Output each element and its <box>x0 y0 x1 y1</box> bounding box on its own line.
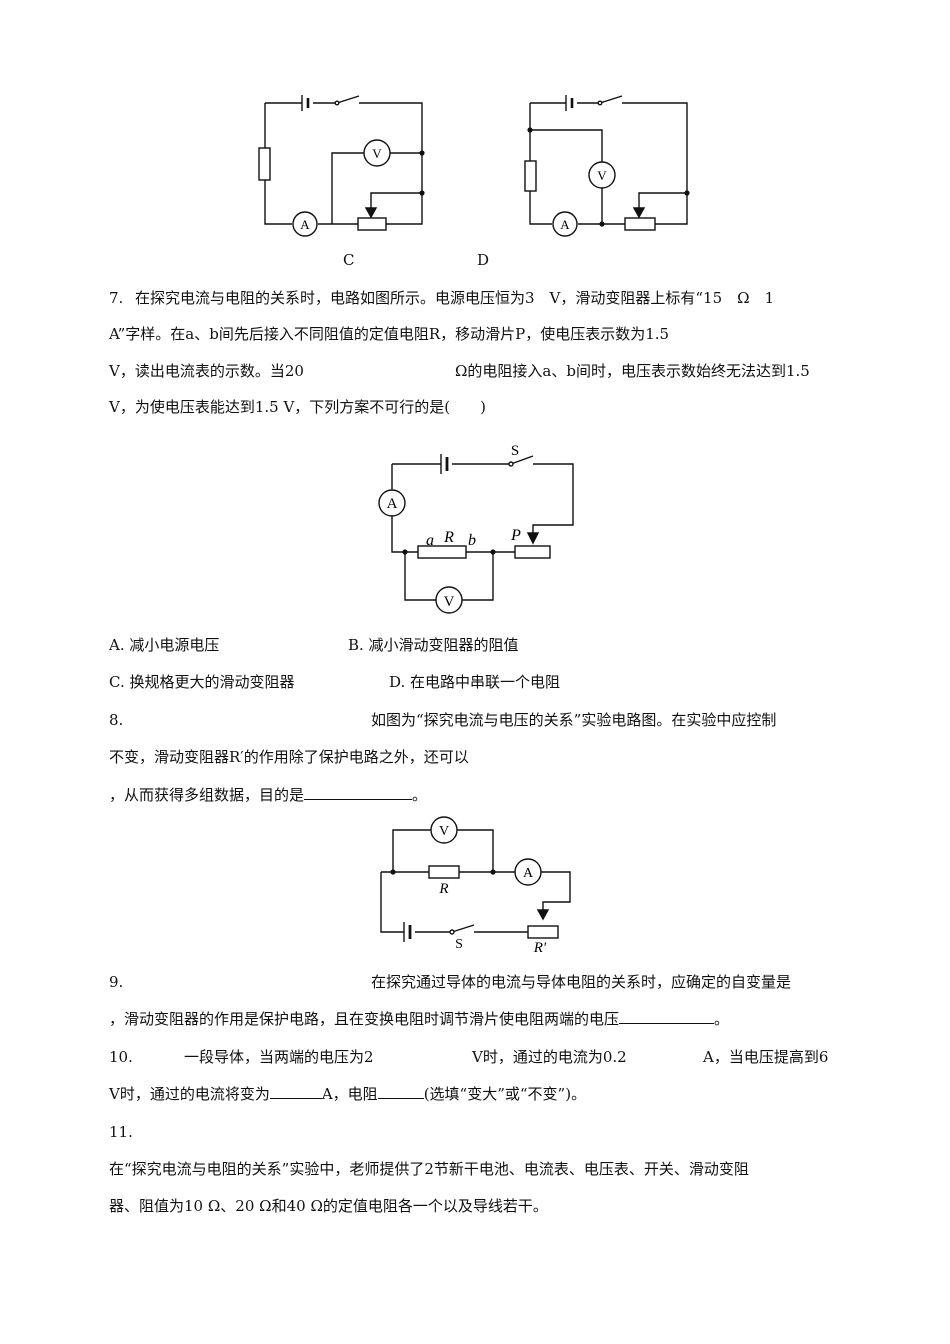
q7-line4: V，为使电压表能达到1.5 V，下列方案不可行的是( ) <box>109 398 486 416</box>
switch-label-s: S <box>511 443 519 459</box>
ammeter-label: A <box>300 217 310 232</box>
ammeter-label: A <box>387 496 398 512</box>
q8-line2: 不变，滑动变阻器R′的作用除了保护电路之外，还可以 <box>109 748 469 766</box>
circuit-diagram-d: A V <box>524 95 690 237</box>
q8-answer-blank <box>304 785 413 800</box>
q8-circuit-diagram: V A R S R′ <box>380 816 571 956</box>
q7-line1: 在探究电流与电阻的关系时，电路如图所示。电源电压恒为3 V，滑动变阻器上标有“1… <box>135 289 775 307</box>
resistor-label-r: R <box>438 881 448 897</box>
q9-line2: ，滑动变阻器的作用是保护电路，且在变换电阻时调节滑片使电阻两端的电压 。 <box>109 1009 729 1029</box>
voltmeter-label: V <box>444 594 455 610</box>
figure-label-d: D <box>477 251 490 269</box>
ammeter-label: A <box>523 866 534 881</box>
q7-option-a: A. 减小电源电压 <box>109 636 220 654</box>
q11-line2: 器、阻值为10 Ω、20 Ω和40 Ω的定值电阻各一个以及导线若干。 <box>109 1197 548 1215</box>
q8-line3-end: 。 <box>412 786 428 804</box>
rheostat-label-rp: R′ <box>533 940 547 956</box>
q7-line3b: Ω的电阻接入a、b间时，电压表示数始终无法达到1.5 <box>455 362 810 380</box>
q11-number: 11. <box>109 1123 133 1141</box>
q11-line1: 在“探究电流与电阻的关系”实验中，老师提供了2节新干电池、电流表、电压表、开关、… <box>109 1160 749 1178</box>
q7-number: 7. <box>109 289 124 307</box>
q10-answer-blank-2 <box>377 1084 424 1099</box>
switch-label-s: S <box>455 937 463 952</box>
q9-number: 9. <box>109 973 124 991</box>
slider-label-p: P <box>510 527 521 544</box>
q8-line3: ，从而获得多组数据，目的是 。 <box>109 785 427 805</box>
point-label-a: a <box>426 532 434 549</box>
figure-label-c: C <box>343 251 355 269</box>
q8-number: 8. <box>109 711 124 729</box>
q10-part3: A，当电压提高到6 <box>703 1048 829 1066</box>
voltmeter-label: V <box>439 824 449 839</box>
q8-line1: 如图为“探究电流与电压的关系”实验电路图。在实验中应控制 <box>371 711 777 729</box>
q8-line3-text: ，从而获得多组数据，目的是 <box>109 786 305 804</box>
ammeter-label: A <box>560 217 570 232</box>
q7-option-b: B. 减小滑动变阻器的阻值 <box>348 636 519 654</box>
q7-line3a: V，读出电流表的示数。当20 <box>109 362 304 380</box>
q9-line1: 在探究通过导体的电流与导体电阻的关系时，应确定的自变量是 <box>371 973 792 991</box>
q9-line2-text: ，滑动变阻器的作用是保护电路，且在变换电阻时调节滑片使电阻两端的电压 <box>109 1010 620 1028</box>
q9-answer-blank <box>619 1009 715 1024</box>
q9-line2-end: 。 <box>714 1010 730 1028</box>
point-label-b: b <box>468 532 476 549</box>
voltmeter-label: V <box>372 146 382 161</box>
q10-line2: V时，通过的电流将变为 A，电阻 (选填“变大”或“不变”)。 <box>109 1084 586 1104</box>
q10-line2-b: A，电阻 <box>321 1085 378 1103</box>
voltmeter-label: V <box>597 168 607 183</box>
q10-line2-a: V时，通过的电流将变为 <box>109 1085 270 1103</box>
q10-part1: 一段导体，当两端的电压为2 <box>184 1048 374 1066</box>
q10-answer-blank-1 <box>269 1084 322 1099</box>
resistor-label-r: R <box>443 529 454 546</box>
q7-option-c: C. 换规格更大的滑动变阻器 <box>109 673 295 691</box>
q7-line2: A”字样。在a、b间先后接入不同阻值的定值电阻R，移动滑片P，使电压表示数为1.… <box>109 325 670 343</box>
q10-part2: V时，通过的电流为0.2 <box>472 1048 627 1066</box>
circuit-diagram-c: A V <box>258 95 425 237</box>
q10-line2-c: (选填“变大”或“不变”)。 <box>423 1085 587 1103</box>
q7-option-d: D. 在电路中串联一个电阻 <box>389 673 561 691</box>
q10-number: 10. <box>109 1048 133 1066</box>
q7-circuit-diagram: A V S a R b P <box>378 443 574 614</box>
